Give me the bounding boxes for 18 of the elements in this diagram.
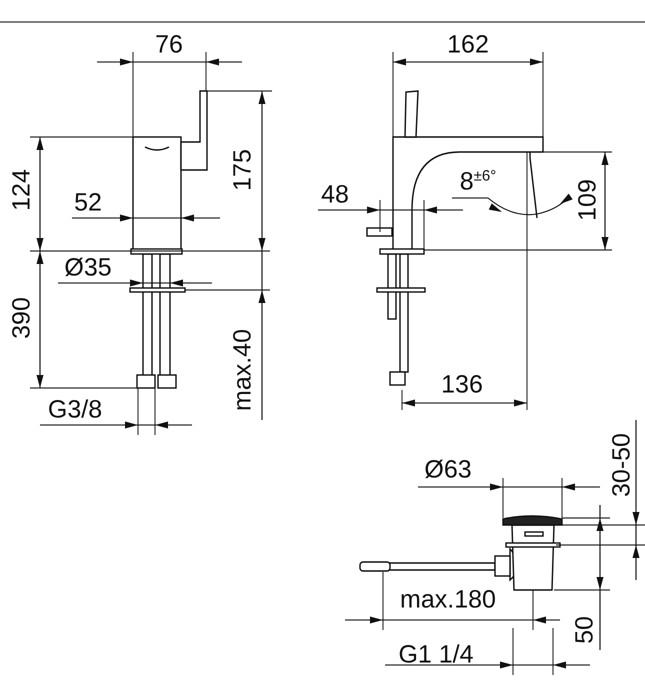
dimension-label: 162 [447,32,489,58]
dimension-label: Ø35 [64,256,112,280]
dimension-label: 136 [441,372,483,398]
dimension-label: 76 [155,32,183,58]
dimension-label: 124 [10,169,34,211]
dimension-label: 52 [74,190,102,216]
dimension-label: 48 [321,182,349,208]
dimension-label: 8$^{±6°}$ [460,170,496,194]
dimension-label: G3/8 [48,398,102,422]
dimension-label: 109 [576,179,600,221]
dimension-label: max.180 [400,588,496,612]
dimension-label: 390 [10,297,34,339]
dimension-label: Ø63 [424,458,472,482]
dimension-label: max.40 [230,329,256,411]
dimension-label: G1 1/4 [398,642,474,668]
dimension-label: 30-50 [610,433,634,497]
dimension-label: 50 [572,616,598,644]
dimension-label: 175 [230,149,256,191]
